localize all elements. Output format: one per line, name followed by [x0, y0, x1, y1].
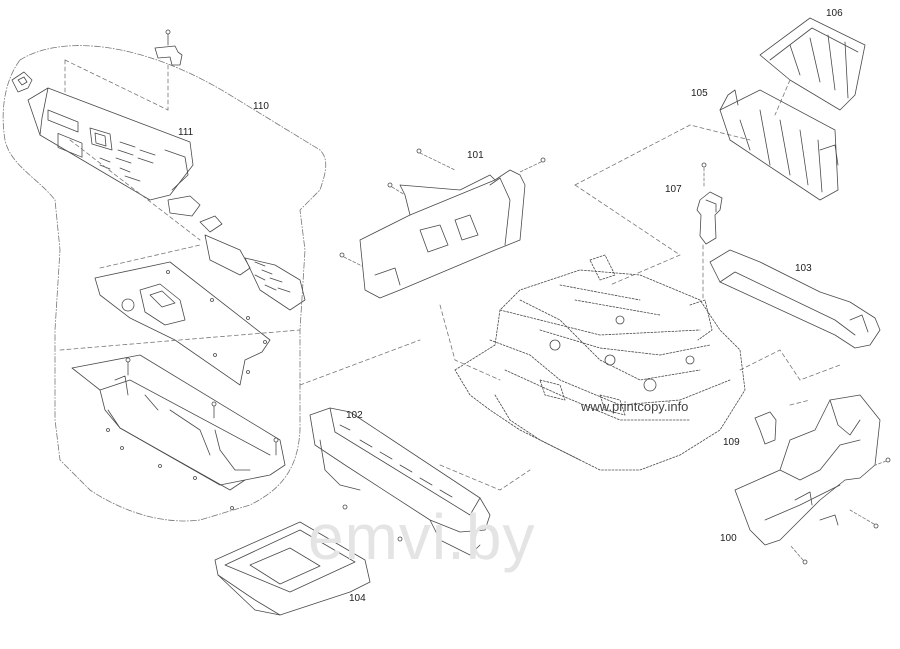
mechanism-detail	[549, 315, 695, 392]
guide-line	[299, 339, 421, 386]
label-part-105: 105	[691, 88, 708, 99]
key-rubber	[199, 215, 223, 233]
part-109	[754, 411, 777, 445]
label-part-102: 102	[346, 410, 363, 421]
control-panel-frame	[71, 354, 286, 491]
control-panel-cover	[27, 87, 194, 201]
guide-line	[69, 139, 201, 241]
loose-screws-left	[106, 428, 234, 510]
paper-support-105	[719, 89, 839, 201]
part-103	[709, 249, 881, 349]
guide-line	[789, 399, 811, 406]
control-panel-assembly-boundary	[2, 45, 327, 522]
guide-line	[439, 304, 501, 381]
label-part-101: 101	[467, 150, 484, 161]
label-part-103: 103	[795, 263, 812, 274]
watermark-site: emvi.by	[308, 501, 536, 573]
guide-line	[439, 464, 531, 491]
label-part-106: 106	[826, 8, 843, 19]
guide-line	[574, 184, 681, 286]
lcd-lens	[167, 195, 201, 217]
label-part-100: 100	[720, 533, 737, 544]
key-rubber-set	[204, 234, 306, 311]
guide-line	[99, 244, 201, 269]
screw-top	[165, 29, 171, 46]
guide-line	[64, 59, 169, 111]
label-part-104: 104	[349, 593, 366, 604]
guide-line	[59, 329, 301, 351]
label-part-111: 111	[178, 127, 194, 138]
button-piece	[11, 71, 33, 93]
label-part-107: 107	[665, 184, 682, 195]
part-104	[214, 521, 371, 616]
part-107	[696, 162, 723, 245]
part-102	[309, 407, 491, 556]
main-panel-board	[94, 261, 271, 386]
part-100	[734, 394, 891, 565]
guide-line	[739, 349, 841, 381]
guide-line	[574, 124, 751, 186]
printer-mechanism	[454, 254, 746, 471]
watermark-url: www.printcopy.info	[581, 399, 689, 414]
label-part-110: 110	[253, 101, 269, 112]
paper-support-106	[759, 17, 866, 116]
bracket-101-part	[339, 148, 546, 299]
label-part-109: 109	[723, 437, 740, 448]
bracket-top	[154, 45, 183, 66]
